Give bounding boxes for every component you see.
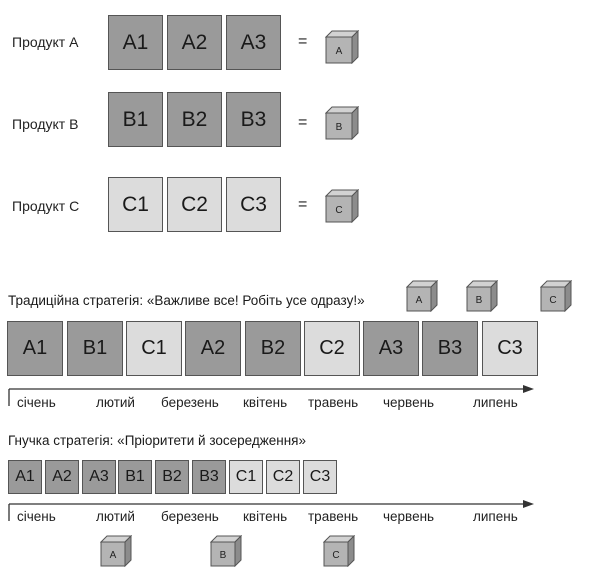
cube-icon-a: A: [325, 30, 359, 64]
cube-icon-b: B: [210, 535, 242, 567]
block-b1: B1: [108, 92, 163, 147]
block-b3: B3: [226, 92, 281, 147]
cube-label-c: C: [549, 295, 556, 306]
block-c1: C1: [229, 460, 263, 494]
month-label: березень: [161, 395, 219, 410]
month-label: квітень: [243, 509, 288, 524]
equals-sign: =: [298, 33, 308, 50]
block-a3: A3: [363, 321, 419, 376]
block-b2: B2: [245, 321, 301, 376]
cube-icon-c: C: [325, 189, 359, 223]
block-a3: A3: [82, 460, 116, 494]
block-b3: B3: [422, 321, 478, 376]
block-c2: C2: [304, 321, 360, 376]
block-b2: B2: [167, 92, 222, 147]
month-label: липень: [473, 509, 518, 524]
month-label: лютий: [96, 509, 135, 524]
block-c2: C2: [167, 177, 222, 232]
block-c2: C2: [266, 460, 300, 494]
cube-label-c: C: [335, 205, 342, 216]
block-b1: B1: [67, 321, 123, 376]
cube-icon-a: A: [406, 280, 438, 312]
block-c3: C3: [303, 460, 337, 494]
cube-label-b: B: [476, 295, 483, 306]
cube-label-a: A: [336, 46, 343, 57]
block-b2: B2: [155, 460, 189, 494]
product-b-label: Продукт B: [12, 116, 79, 132]
timeline-arrow: [8, 385, 534, 406]
block-a1: A1: [8, 460, 42, 494]
month-label: січень: [17, 395, 56, 410]
block-a1: A1: [7, 321, 63, 376]
block-a2: A2: [185, 321, 241, 376]
cube-icon-c: C: [323, 535, 355, 567]
month-label: березень: [161, 509, 219, 524]
cube-label-c: C: [332, 550, 339, 561]
cube-icon-c: C: [540, 280, 572, 312]
block-a1: A1: [108, 15, 163, 70]
cube-label-b: B: [220, 550, 227, 561]
month-label: червень: [383, 395, 435, 410]
month-label: січень: [17, 509, 56, 524]
block-a2: A2: [167, 15, 222, 70]
timeline-arrow: [8, 500, 534, 521]
product-a-label: Продукт А: [12, 34, 79, 50]
cube-icon-b: B: [466, 280, 498, 312]
month-label: лютий: [96, 395, 135, 410]
equals-sign: =: [298, 114, 308, 131]
traditional-strategy-title: Традиційна стратегія: «Важливе все! Робі…: [8, 293, 365, 308]
product-c-label: Продукт C: [12, 198, 80, 214]
agile-strategy-title: Гнучка стратегія: «Пріоритети й зосередж…: [8, 433, 306, 448]
equals-sign: =: [298, 196, 308, 213]
month-label: червень: [383, 509, 435, 524]
block-c3: C3: [226, 177, 281, 232]
cube-label-a: A: [110, 550, 117, 561]
block-a2: A2: [45, 460, 79, 494]
block-b3: B3: [192, 460, 226, 494]
block-a3: A3: [226, 15, 281, 70]
month-label: липень: [473, 395, 518, 410]
cube-label-a: A: [416, 295, 423, 306]
block-b1: B1: [118, 460, 152, 494]
cube-icon-b: B: [325, 106, 359, 140]
month-label: квітень: [243, 395, 288, 410]
cube-icon-a: A: [100, 535, 132, 567]
month-label: травень: [308, 395, 359, 410]
block-c1: C1: [108, 177, 163, 232]
block-c1: C1: [126, 321, 182, 376]
month-label: травень: [308, 509, 359, 524]
cube-label-b: B: [336, 122, 343, 133]
block-c3: C3: [482, 321, 538, 376]
